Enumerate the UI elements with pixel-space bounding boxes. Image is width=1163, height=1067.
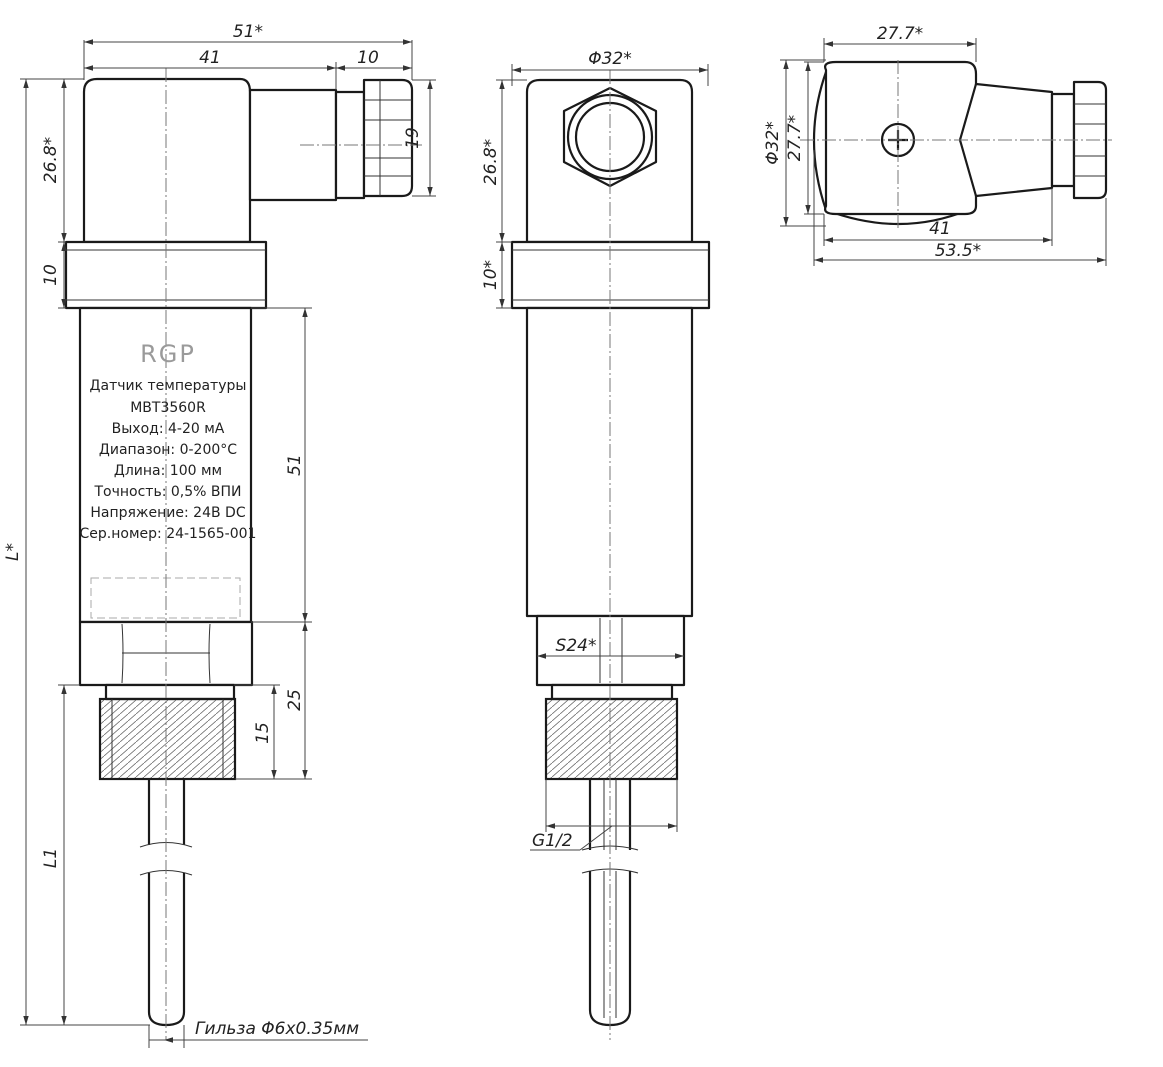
dim-probe-length: L1 (41, 848, 61, 868)
side-head (525, 78, 694, 244)
dim-total-length: L* (3, 543, 23, 561)
top-dim-width: 27.7* (877, 24, 923, 44)
label-line-1: МВТ3560R (130, 400, 206, 416)
top-disc (812, 71, 828, 211)
side-view (510, 70, 711, 1040)
dim-head-height: 26.8* (41, 137, 61, 183)
front-collar (104, 683, 236, 701)
front-connector-arm (248, 88, 338, 202)
front-view (64, 68, 422, 1040)
side-dim-head-height: 26.8* (481, 139, 501, 185)
label-line-3: Диапазон: 0-200°С (99, 442, 237, 458)
front-head (82, 77, 252, 244)
dim-ring-height: 10 (41, 264, 61, 286)
side-dim-hex: S24* (556, 636, 597, 656)
side-dim-thread: G1/2 (532, 831, 573, 851)
dim-body-width: 41 (199, 48, 221, 68)
side-dim-diameter: Φ32* (588, 49, 632, 69)
label-line-6: Напряжение: 24В DC (90, 505, 245, 521)
dim-connector-height: 19 (403, 127, 423, 149)
top-dim-overall-length: 53.5* (935, 241, 981, 261)
label-line-0: Датчик температуры (90, 378, 247, 394)
dim-overall-width: 51* (233, 22, 263, 42)
front-connector-nut (362, 78, 414, 198)
top-dim-length: 41 (929, 219, 951, 239)
top-dim-diameter: Φ32* (763, 121, 783, 165)
dim-thread-zone: 25 (285, 689, 305, 711)
side-dimensions: Φ32* 26.8* 10* S24* G1/2 (481, 49, 709, 851)
label-line-4: Длина: 100 мм (114, 463, 222, 479)
side-dim-ring-height: 10* (481, 260, 501, 290)
label-line-7: Сер.номер: 24-1565-001 (80, 526, 257, 542)
front-dimensions: 51* 41 10 19 26.8* 10 L* L1 51 25 (3, 22, 436, 1048)
top-dim-height: 27.7* (785, 115, 805, 161)
front-thread (98, 697, 237, 781)
dim-connector-width: 10 (357, 48, 379, 68)
top-view (800, 60, 1112, 228)
brand-logo: RGP (140, 340, 196, 368)
dim-sleeve-note: Гильза Φ6x0.35мм (195, 1019, 359, 1039)
side-thread (544, 697, 679, 781)
dim-housing-length: 51 (285, 454, 305, 476)
label-line-5: Точность: 0,5% ВПИ (94, 484, 242, 500)
dim-thread-length: 15 (253, 722, 273, 744)
label-line-2: Выход: 4-20 мА (112, 421, 225, 437)
product-label: RGP Датчик температуры МВТ3560R Выход: 4… (80, 340, 257, 542)
top-dimensions: 27.7* Φ32* 27.7* 41 53.5* (763, 24, 1107, 266)
